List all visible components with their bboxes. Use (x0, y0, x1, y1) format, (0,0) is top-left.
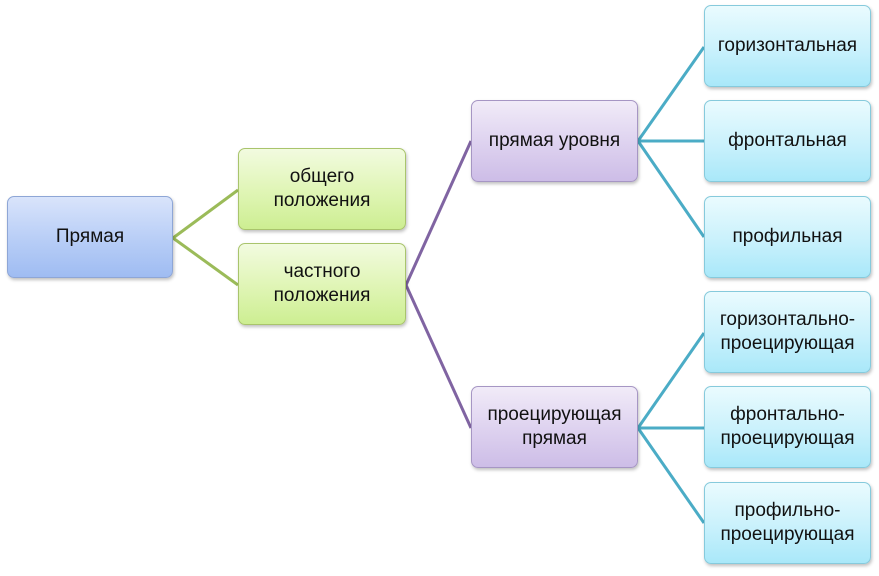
node-particular-position: частного положения (238, 243, 406, 325)
node-root-line: Прямая (7, 196, 173, 278)
connector-particular-to-level-line (404, 140, 473, 286)
node-general-position-label: общего положения (273, 166, 371, 211)
node-particular-position-label: частного положения (273, 261, 371, 306)
node-profile-label: профильная (732, 226, 843, 247)
node-horizontal-projecting-label: горизонтально- проецирующая (719, 309, 856, 354)
connector-particular-to-projecting-line (404, 284, 473, 429)
node-frontal-label: фронтальная (728, 130, 847, 151)
node-level-line: прямая уровня (471, 100, 638, 182)
node-frontal-projecting: фронтально- проецирующая (704, 386, 871, 468)
connector-root-to-general (172, 188, 239, 240)
node-frontal-projecting-label: фронтально- проецирующая (720, 404, 855, 449)
node-horizontal: горизонтальная (704, 5, 871, 87)
node-projecting-line: проецирующая прямая (471, 386, 638, 468)
node-general-position: общего положения (238, 148, 406, 230)
node-profile: профильная (704, 196, 871, 278)
connector-level-to-horizontal (636, 46, 706, 142)
node-projecting-line-label: проецирующая прямая (487, 404, 622, 449)
node-root-line-label: Прямая (55, 226, 125, 247)
node-horizontal-projecting: горизонтально- проецирующая (704, 291, 871, 373)
connector-level-to-profile (636, 140, 706, 238)
node-profile-projecting-label: профильно- проецирующая (720, 500, 855, 545)
node-frontal: фронтальная (704, 100, 871, 182)
connector-root-to-particular (172, 236, 239, 287)
node-horizontal-label: горизонтальная (717, 35, 858, 56)
node-level-line-label: прямая уровня (488, 130, 621, 151)
connector-projecting-to-horizontal-projecting (636, 332, 706, 429)
connector-projecting-to-profile-projecting (636, 427, 706, 524)
node-profile-projecting: профильно- проецирующая (704, 482, 871, 564)
